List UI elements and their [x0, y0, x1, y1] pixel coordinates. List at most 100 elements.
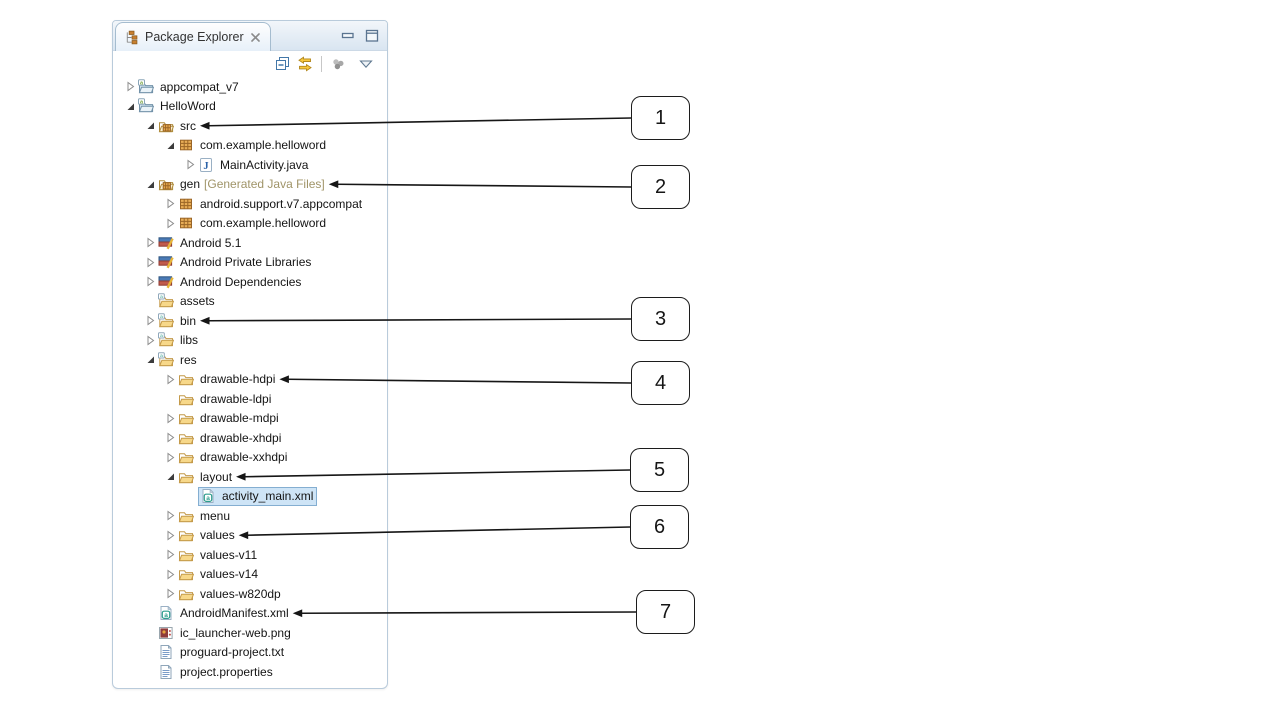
twistie-collapsed-icon[interactable] [165, 218, 178, 229]
tree-item-layout[interactable]: layout [113, 467, 387, 487]
item-box: project.properties [158, 662, 273, 681]
callout-box-5: 5 [630, 448, 689, 492]
item-box: drawable-ldpi [178, 389, 271, 408]
tab-package-explorer[interactable]: Package Explorer [115, 22, 271, 51]
twistie-collapsed-icon[interactable] [165, 569, 178, 580]
item-box: gen[Generated Java Files] [158, 175, 325, 194]
tree-item-android-5-1[interactable]: Android 5.1 [113, 233, 387, 253]
item-box: Android Dependencies [158, 272, 301, 291]
item-box: layout [178, 467, 232, 486]
tree-item-values-v11[interactable]: values-v11 [113, 545, 387, 565]
tree-item-label: res [180, 352, 197, 367]
twistie-collapsed-icon[interactable] [125, 81, 138, 92]
tree-item-values-w820dp[interactable]: values-w820dp [113, 584, 387, 604]
twistie-collapsed-icon[interactable] [165, 432, 178, 443]
svg-text:a: a [206, 495, 210, 502]
tree-item-menu[interactable]: menu [113, 506, 387, 526]
twistie-collapsed-icon[interactable] [165, 588, 178, 599]
android-project-icon: a [138, 79, 154, 95]
item-box: com.example.helloword [178, 214, 326, 233]
svg-text:a: a [160, 315, 163, 320]
twistie-collapsed-icon[interactable] [165, 198, 178, 209]
twistie-collapsed-icon[interactable] [145, 276, 158, 287]
tree-item-com-example-helloword-src[interactable]: com.example.helloword [113, 136, 387, 156]
twistie-expanded-icon[interactable] [145, 354, 158, 365]
tree-item-com-example-helloword-gen[interactable]: com.example.helloword [113, 214, 387, 234]
collapse-all-button[interactable] [272, 53, 294, 75]
twistie-collapsed-icon[interactable] [165, 413, 178, 424]
tree-item-label: project.properties [180, 664, 273, 679]
tree-item-label: values-w820dp [200, 586, 281, 601]
item-box: menu [178, 506, 230, 525]
twistie-collapsed-icon[interactable] [165, 530, 178, 541]
twistie-collapsed-icon[interactable] [145, 335, 158, 346]
minimize-icon [341, 32, 354, 38]
folder-icon [178, 566, 194, 582]
item-box: values [178, 526, 235, 545]
twistie-collapsed-icon[interactable] [165, 510, 178, 521]
folder-dec-icon: a [158, 352, 174, 368]
tree-item-gen[interactable]: gen[Generated Java Files] [113, 175, 387, 195]
tree-item-label: ic_launcher-web.png [180, 625, 291, 640]
callout-number: 4 [654, 371, 667, 394]
tree-item-bin[interactable]: a bin [113, 311, 387, 331]
maximize-button[interactable] [365, 29, 379, 42]
tree-item-drawable-mdpi[interactable]: drawable-mdpi [113, 409, 387, 429]
view-toolbar [113, 51, 387, 76]
tree-item-drawable-ldpi[interactable]: drawable-ldpi [113, 389, 387, 409]
twistie-collapsed-icon[interactable] [165, 374, 178, 385]
tree-item-drawable-hdpi[interactable]: drawable-hdpi [113, 370, 387, 390]
tree-item-label: layout [200, 469, 233, 484]
svg-text:a: a [160, 334, 163, 339]
link-with-editor-button[interactable] [294, 53, 316, 75]
view-tab-strip: Package Explorer [113, 21, 387, 51]
tree-item-label: bin [180, 313, 197, 328]
focus-on-active-task-button[interactable] [327, 53, 349, 75]
tree-item-android-dependencies[interactable]: Android Dependencies [113, 272, 387, 292]
item-box: drawable-xhdpi [178, 428, 281, 447]
callout-box-6: 6 [630, 505, 689, 549]
close-icon[interactable] [250, 32, 261, 43]
twistie-expanded-icon[interactable] [165, 140, 178, 151]
twistie-collapsed-icon[interactable] [165, 452, 178, 463]
twistie-collapsed-icon[interactable] [145, 315, 158, 326]
twistie-expanded-icon[interactable] [145, 120, 158, 131]
twistie-collapsed-icon[interactable] [145, 257, 158, 268]
xml-file-icon: a [200, 488, 216, 504]
item-box: values-w820dp [178, 584, 281, 603]
twistie-expanded-icon[interactable] [125, 101, 138, 112]
item-box: android.support.v7.appcompat [178, 194, 362, 213]
twistie-expanded-icon[interactable] [165, 471, 178, 482]
tree-item-values[interactable]: values [113, 526, 387, 546]
folder-icon [178, 508, 194, 524]
twistie-collapsed-icon[interactable] [165, 549, 178, 560]
tree-item-android-support-v7-appcompat[interactable]: android.support.v7.appcompat [113, 194, 387, 214]
tree-item-src[interactable]: src [113, 116, 387, 136]
tree-item-drawable-xhdpi[interactable]: drawable-xhdpi [113, 428, 387, 448]
tree-item-values-v14[interactable]: values-v14 [113, 565, 387, 585]
tree-item-proguard-project-txt[interactable]: proguard-project.txt [113, 643, 387, 663]
tree-item-project-properties[interactable]: project.properties [113, 662, 387, 682]
twistie-collapsed-icon[interactable] [145, 237, 158, 248]
twistie-collapsed-icon[interactable] [185, 159, 198, 170]
tree-item-android-private-libraries[interactable]: Android Private Libraries [113, 253, 387, 273]
twistie-expanded-icon[interactable] [145, 179, 158, 190]
view-menu-button[interactable] [355, 53, 377, 75]
toolbar-separator [321, 55, 322, 72]
tree-item-drawable-xxhdpi[interactable]: drawable-xxhdpi [113, 448, 387, 468]
tree-item-ic-launcher-web-png[interactable]: ic_launcher-web.png [113, 623, 387, 643]
callout-number: 7 [659, 600, 672, 623]
tree-item-label: drawable-mdpi [200, 411, 279, 426]
minimize-button[interactable] [341, 29, 355, 42]
tree-item-label: Android Private Libraries [180, 255, 312, 270]
